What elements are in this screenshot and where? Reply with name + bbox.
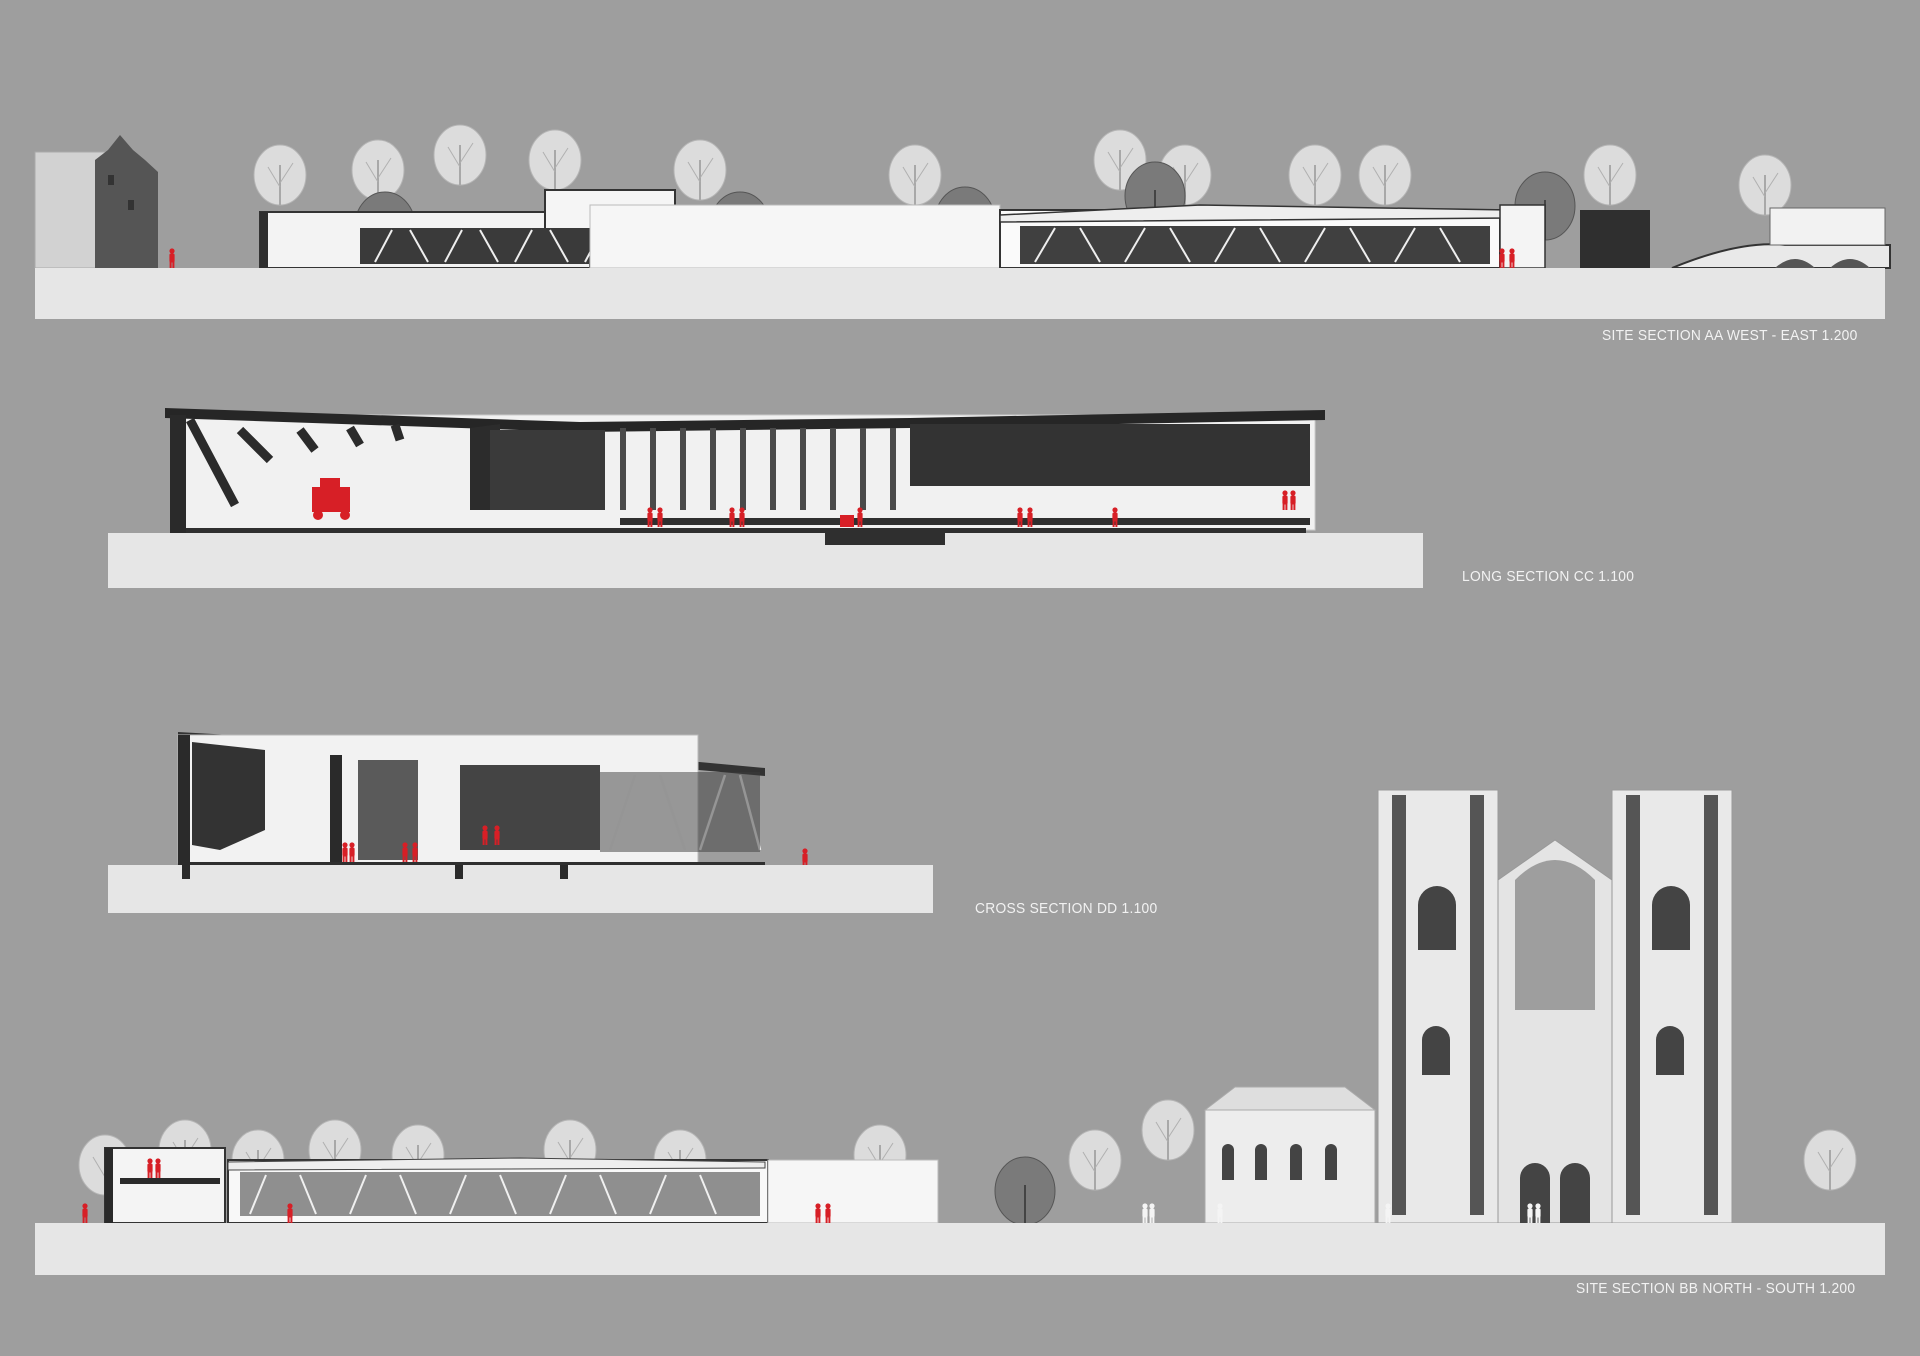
section-cc-label: LONG SECTION CC 1.100 (1462, 568, 1635, 585)
section-dd-label: CROSS SECTION DD 1.100 (975, 900, 1158, 917)
section-bb-label: SITE SECTION BB NORTH - SOUTH 1.200 (1576, 1280, 1856, 1297)
section-aa-label: SITE SECTION AA WEST - EAST 1.200 (1602, 327, 1858, 344)
site-section-bb (35, 789, 1885, 1275)
site-section-aa (34, 124, 1891, 319)
cross-section-dd (108, 732, 933, 913)
long-section-cc (108, 408, 1423, 588)
